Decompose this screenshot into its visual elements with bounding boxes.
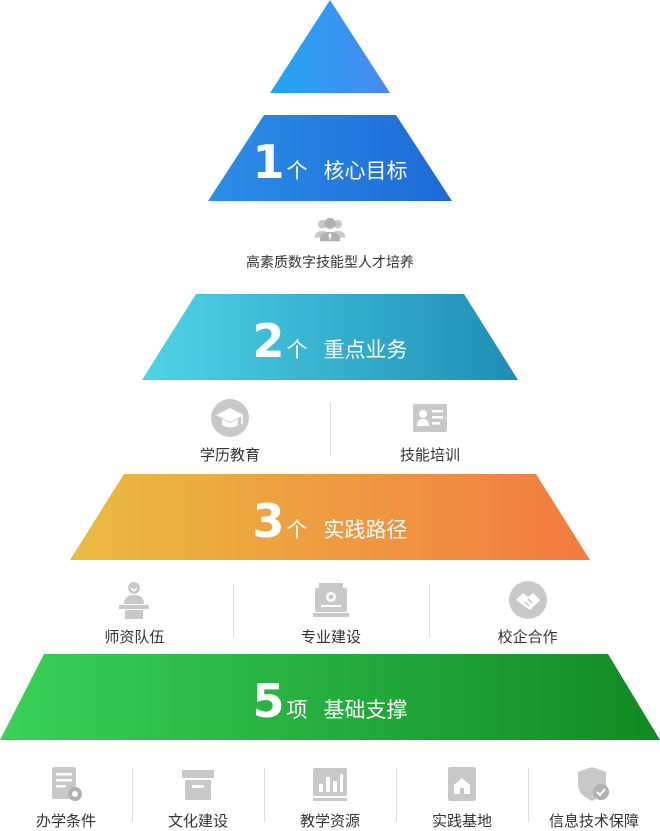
foundations-label-conditions: 办学条件 xyxy=(35,812,96,830)
goal-label: 高素质数字技能型人才培养 xyxy=(246,255,414,271)
handshake-icon xyxy=(508,581,547,619)
tier-1-number: 1 xyxy=(252,135,285,189)
foundations-item-culture: 文化建设 xyxy=(132,764,264,831)
paths-label-majors: 专业建设 xyxy=(301,628,362,646)
tier-1-name: 核心目标 xyxy=(323,159,408,183)
people-group-icon xyxy=(314,217,346,242)
tier-4-number: 5 xyxy=(252,674,285,728)
tier-3-label: 3个实践路径 xyxy=(0,494,660,548)
tier-4-label: 5项基础支撑 xyxy=(0,674,660,728)
shield-check-icon xyxy=(578,767,609,801)
tier-2-label: 2个重点业务 xyxy=(0,314,660,368)
foundations-row: 办学条件 文化建设 教学资源 实践基地 xyxy=(0,764,660,831)
tier-3-band xyxy=(70,474,590,560)
tier-2-number: 2 xyxy=(252,314,285,368)
tier-1-label: 1个核心目标 xyxy=(0,135,660,189)
document-stamp-icon xyxy=(52,767,82,801)
bar-chart-icon xyxy=(313,768,347,801)
paths-item-cooperation: 校企合作 xyxy=(429,580,626,647)
foundations-item-resources: 教学资源 xyxy=(264,764,396,831)
graduation-cap-icon xyxy=(211,399,249,437)
business-label-education: 学历教育 xyxy=(199,446,260,464)
foundations-label-it: 信息技术保障 xyxy=(548,812,639,830)
paths-item-teachers: 师资队伍 xyxy=(36,580,233,647)
business-item-training: 技能培训 xyxy=(330,398,530,465)
paths-item-majors: 专业建设 xyxy=(232,580,430,647)
foundations-item-it: 信息技术保障 xyxy=(528,764,660,831)
tier-2-name: 重点业务 xyxy=(323,338,408,362)
paths-label-teachers: 师资队伍 xyxy=(104,628,165,646)
archive-box-icon xyxy=(182,770,214,800)
paths-row: 师资队伍 专业建设 校企合作 xyxy=(36,580,626,647)
pyramid-apex xyxy=(270,0,390,93)
foundations-label-base: 实践基地 xyxy=(431,812,492,830)
foundations-item-conditions: 办学条件 xyxy=(0,764,132,831)
id-card-icon xyxy=(413,404,447,432)
foundations-label-resources: 教学资源 xyxy=(299,812,360,830)
tier-4-unit: 项 xyxy=(286,698,308,722)
paths-label-cooperation: 校企合作 xyxy=(497,628,558,646)
goal-row: 高素质数字技能型人才培养 xyxy=(180,214,480,272)
tier-2-unit: 个 xyxy=(286,338,308,362)
teacher-podium-icon xyxy=(119,582,150,619)
tier-3-number: 3 xyxy=(252,494,285,548)
house-icon xyxy=(448,767,476,801)
tier-3-unit: 个 xyxy=(286,518,308,542)
foundations-label-culture: 文化建设 xyxy=(167,812,228,830)
tier-1-unit: 个 xyxy=(286,159,308,183)
tier-2-band xyxy=(142,294,518,380)
business-row: 学历教育 技能培训 xyxy=(130,398,530,465)
certificate-icon xyxy=(313,583,349,617)
tier-4-band xyxy=(0,654,660,740)
tier-1-band xyxy=(208,115,452,201)
tier-4-name: 基础支撑 xyxy=(323,698,408,722)
tier-3-name: 实践路径 xyxy=(323,518,408,542)
foundations-item-base: 实践基地 xyxy=(396,764,528,831)
goal-item: 高素质数字技能型人才培养 xyxy=(180,214,480,272)
business-label-training: 技能培训 xyxy=(399,446,460,464)
business-item-education: 学历教育 xyxy=(130,398,330,465)
